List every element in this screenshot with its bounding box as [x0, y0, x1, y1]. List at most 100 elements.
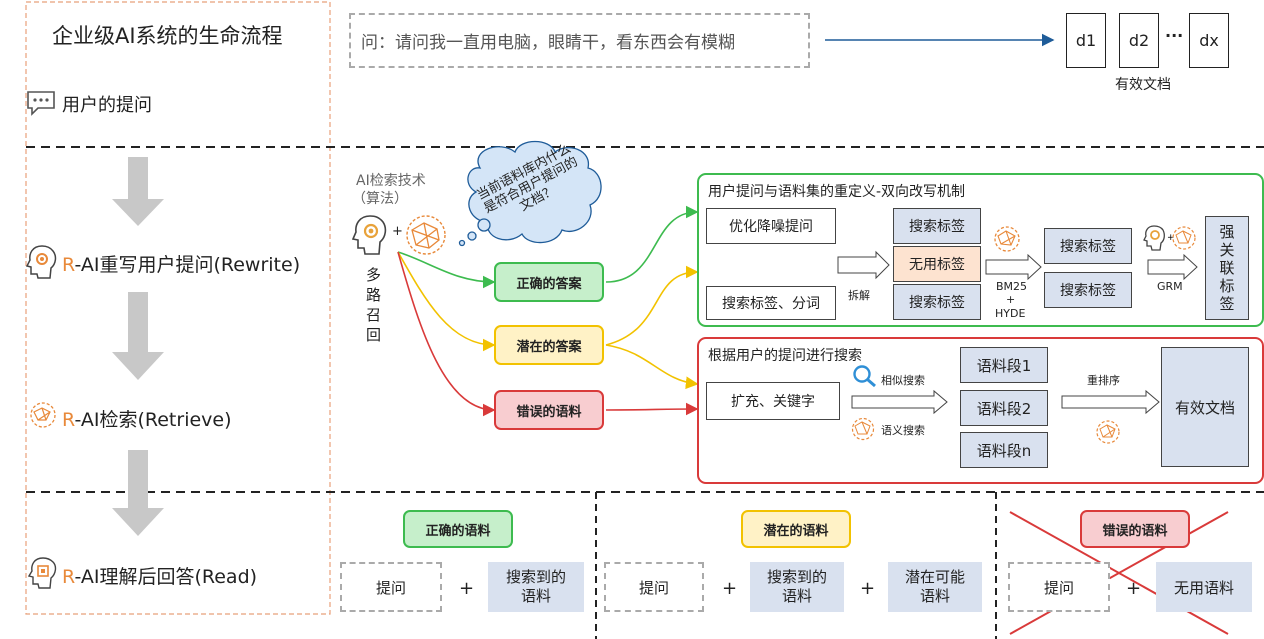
- rewrite-text: -AI重写用户提问(Rewrite): [74, 254, 301, 276]
- query-box: 问：请问我一直用电脑，眼睛干，看东西会有模糊: [349, 13, 810, 68]
- bottom-wrong-useless: 无用语料: [1156, 562, 1252, 612]
- rewrite-panel-title: 用户提问与语料集的重定义-双向改写机制: [708, 184, 966, 200]
- multi-recall-2: 路: [366, 286, 382, 304]
- semantic-search-label: 语义搜索: [881, 424, 925, 437]
- down-arrow-1: [112, 157, 164, 226]
- curve-correct-to-rewrite: [605, 205, 699, 283]
- bottom-potential-possible: 潜在可能 语料: [888, 562, 982, 612]
- split-label: 拆解: [848, 289, 870, 302]
- hollow-arrow-rerank: [1061, 389, 1160, 415]
- strong-char-4: 标: [1219, 277, 1235, 295]
- doc-d1: d1: [1066, 13, 1106, 68]
- doc-ellipsis: ···: [1165, 26, 1184, 45]
- bottom-wrong-label: 错误的语料: [1080, 510, 1190, 548]
- bottom-correct-retrieved: 搜索到的 语料: [488, 562, 584, 612]
- left-column-frame: [25, 1, 331, 615]
- strong-char-5: 签: [1219, 295, 1235, 313]
- ai-tech-label-1: AI检索技术: [356, 173, 426, 189]
- curve-potential-to-rewrite: [605, 265, 699, 346]
- search-panel-frame: [697, 337, 1264, 484]
- segment-2: 语料段2: [960, 390, 1048, 426]
- curve-green: [397, 251, 496, 289]
- bottom-potential-plus-2: +: [860, 578, 876, 599]
- ai-head-icon: [351, 214, 388, 256]
- ai-chip-head-icon: [27, 556, 58, 590]
- hollow-arrow-grm: [1147, 253, 1198, 281]
- curve-red: [397, 251, 496, 417]
- chat-bubble-icon: [26, 90, 56, 116]
- similar-search-label: 相似搜索: [881, 374, 925, 387]
- expand-box: 扩充、关键字: [706, 382, 840, 420]
- bm25-label: BM25: [996, 280, 1028, 293]
- bottom-wrong-plus: +: [1126, 578, 1142, 599]
- rewrite-prefix: R: [62, 254, 75, 276]
- strong-char-3: 联: [1219, 259, 1235, 277]
- bottom-potential-label: 潜在的语料: [741, 510, 851, 548]
- query-text: 问：请问我一直用电脑，眼睛干，看东西会有模糊: [361, 33, 735, 53]
- bottom-potential-plus-1: +: [722, 578, 738, 599]
- bottom-potential-retrieved: 搜索到的 语料: [750, 562, 844, 612]
- grm-label: GRM: [1157, 280, 1183, 293]
- bottom-potential-question: 提问: [604, 562, 704, 612]
- rerank-label: 重排序: [1087, 374, 1120, 387]
- retrieve-text: -AI检索(Retrieve): [74, 409, 232, 431]
- thought-cloud: [458, 140, 602, 247]
- hyde-label: HYDE: [995, 307, 1026, 320]
- multi-recall-4: 回: [366, 326, 382, 344]
- multi-recall-3: 召: [366, 306, 382, 324]
- search-panel-title: 根据用户的提问进行搜索: [708, 348, 862, 364]
- tag-bottom: 搜索标签: [893, 284, 981, 320]
- svg-text:+: +: [1167, 233, 1175, 243]
- ai-head-gear-icon: [25, 244, 58, 280]
- brain-network-icon-4: [850, 416, 876, 442]
- docs-label: 有效文档: [1115, 77, 1171, 93]
- curve-yellow: [397, 251, 496, 352]
- retrieve-prefix: R: [62, 409, 75, 431]
- doc-d2: d2: [1119, 13, 1159, 68]
- tags-split-box: 搜索标签、分词: [706, 286, 836, 320]
- multi-recall-1: 多: [366, 266, 382, 284]
- bm25-plus: +: [1006, 293, 1016, 306]
- segment-1: 语料段1: [960, 347, 1048, 383]
- strong-char-1: 强: [1219, 223, 1235, 241]
- answer-wrong: 错误的语料: [494, 390, 604, 430]
- bottom-wrong-question: 提问: [1008, 562, 1110, 612]
- hollow-arrow-search: [851, 389, 948, 415]
- down-arrow-3: [112, 450, 164, 536]
- brain-network-icon: [28, 400, 58, 430]
- curve-potential-to-search: [605, 344, 699, 390]
- tag-top: 搜索标签: [893, 208, 981, 244]
- strong-tag-box: 强 关 联 标 签: [1205, 216, 1249, 320]
- down-arrow-2: [112, 292, 164, 380]
- brain-network-icon-3: [992, 224, 1022, 254]
- tag-right-2: 搜索标签: [1044, 272, 1132, 308]
- cross-line-2: [1009, 511, 1229, 635]
- optimize-box: 优化降噪提问: [706, 208, 836, 244]
- brain-network-icon-2: [403, 212, 449, 258]
- segment-n: 语料段n: [960, 432, 1048, 468]
- tag-useless: 无用标签: [893, 246, 981, 282]
- bottom-correct-question: 提问: [340, 562, 442, 612]
- brain-network-icon-5: [1094, 418, 1122, 446]
- user-question-label: 用户的提问: [62, 95, 152, 116]
- hollow-arrow-bm25: [985, 253, 1042, 281]
- hollow-arrow-split: [837, 250, 890, 280]
- read-label: R-AI理解后回答(Read): [62, 562, 257, 589]
- grm-ai-icons: +: [1142, 224, 1198, 254]
- read-text: -AI理解后回答(Read): [74, 566, 258, 588]
- retrieve-label: R-AI检索(Retrieve): [62, 405, 232, 432]
- answer-correct: 正确的答案: [494, 262, 604, 302]
- tag-right-1: 搜索标签: [1044, 228, 1132, 264]
- magnifier-icon: [852, 364, 878, 388]
- valid-docs-box: 有效文档: [1161, 347, 1249, 467]
- rewrite-panel-frame: [697, 173, 1264, 327]
- doc-dx: dx: [1189, 13, 1229, 68]
- rewrite-label: R-AI重写用户提问(Rewrite): [62, 250, 300, 277]
- page-title: 企业级AI系统的生命流程: [52, 24, 283, 48]
- answer-potential: 潜在的答案: [494, 325, 604, 365]
- ai-tech-label-2: （算法）: [352, 191, 408, 207]
- bottom-correct-label: 正确的语料: [403, 510, 513, 548]
- bottom-correct-plus: +: [459, 578, 475, 599]
- strong-char-2: 关: [1219, 241, 1235, 259]
